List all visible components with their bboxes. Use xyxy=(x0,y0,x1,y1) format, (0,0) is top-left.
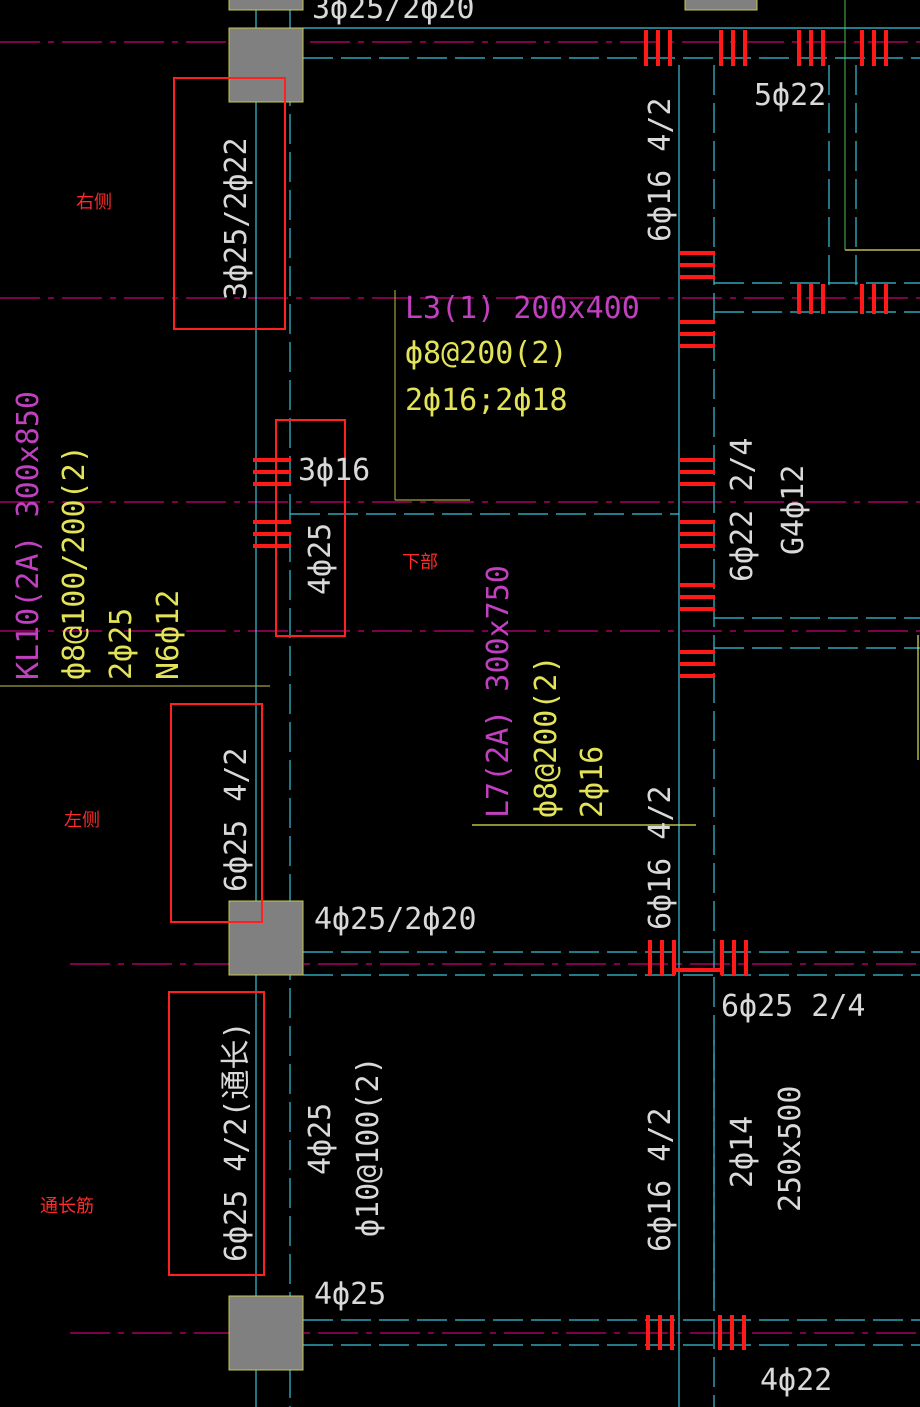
label-through-bar: 通长筋 xyxy=(40,1196,94,1217)
beam-l3-label: L3(1) 200x400 ф8@200(2) 2ф16;2ф18 xyxy=(405,291,640,418)
rebar-tick-marks xyxy=(253,30,888,1350)
column-3 xyxy=(228,1295,304,1371)
box-through-bar xyxy=(168,991,265,1276)
text-top-partial: 3ф25/2ф20 xyxy=(312,0,475,26)
kl10-side: N6ф12 xyxy=(151,590,186,680)
label-bottom: 下部 xyxy=(402,552,438,573)
l7-bars: 2ф16 xyxy=(575,746,610,818)
text-right-c2: 6ф25 2/4 xyxy=(721,989,866,1024)
columns xyxy=(228,0,758,1371)
column-1 xyxy=(228,27,304,103)
beam-kl10-label: KL10(2A) 300x850 ф8@100/200(2) 2ф25 N6ф1… xyxy=(11,391,186,680)
text-bottom-bars: 4ф25 xyxy=(303,523,338,595)
beam-edge-lines xyxy=(255,0,920,1407)
leader-lines xyxy=(0,0,920,826)
text-upper-col-left: 6ф25 4/2 xyxy=(219,748,254,893)
l3-stirrup: ф8@200(2) xyxy=(405,336,568,371)
text-bottom-bars-top: 3ф16 xyxy=(298,453,370,488)
text-right-a2: 5ф22 xyxy=(754,78,826,113)
text-lower-left: 6ф25 4/2(通长) xyxy=(219,1021,254,1262)
horizontal-rebar-texts: 3ф25/2ф20 5ф22 3ф16 4ф25/2ф20 6ф25 2/4 4… xyxy=(298,0,866,1398)
vertical-rebar-texts: 3ф25/2ф22 4ф25 6ф25 4/2 6ф25 4/2(通长) 4ф2… xyxy=(219,98,811,1263)
text-lower-col: 4ф25 xyxy=(314,1277,386,1312)
column-top xyxy=(228,0,304,11)
kl10-stirrup: ф8@100/200(2) xyxy=(57,445,92,680)
text-mid-col: 4ф25/2ф20 xyxy=(314,902,477,937)
kl10-top: 2ф25 xyxy=(104,608,139,680)
l7-stirrup: ф8@200(2) xyxy=(529,655,564,818)
text-right-d2: 2ф14 xyxy=(725,1116,760,1188)
l3-name: L3(1) 200x400 xyxy=(405,291,640,326)
text-right-b1: 6ф22 2/4 xyxy=(725,438,760,583)
label-left-side: 左侧 xyxy=(64,810,100,831)
text-right-b2: G4ф12 xyxy=(776,465,811,555)
l3-bars: 2ф16;2ф18 xyxy=(405,383,568,418)
text-right-c1: 6ф16 4/2 xyxy=(643,786,678,931)
box-right-side xyxy=(173,77,286,330)
text-right-top: 3ф25/2ф22 xyxy=(219,137,254,300)
beam-l7-label: L7(2A) 300x750 ф8@200(2) 2ф16 xyxy=(481,565,610,818)
text-bottom-right: 4ф22 xyxy=(760,1363,832,1398)
box-bottom xyxy=(275,419,346,637)
text-lower-mid2: ф10@100(2) xyxy=(351,1056,386,1237)
text-right-a1: 6ф16 4/2 xyxy=(643,98,678,243)
kl10-name: KL10(2A) 300x850 xyxy=(11,391,46,680)
text-lower-mid1: 4ф25 xyxy=(303,1103,338,1175)
grid-axis-lines xyxy=(0,41,920,1334)
column-top-right xyxy=(684,0,758,11)
annotation-boxes xyxy=(168,77,346,1276)
column-2 xyxy=(228,900,304,976)
l7-name: L7(2A) 300x750 xyxy=(481,565,516,818)
text-right-d1: 6ф16 4/2 xyxy=(643,1108,678,1253)
text-right-d3: 250x500 xyxy=(773,1086,808,1212)
box-left-side xyxy=(170,703,263,923)
label-right-side: 右侧 xyxy=(76,192,112,213)
